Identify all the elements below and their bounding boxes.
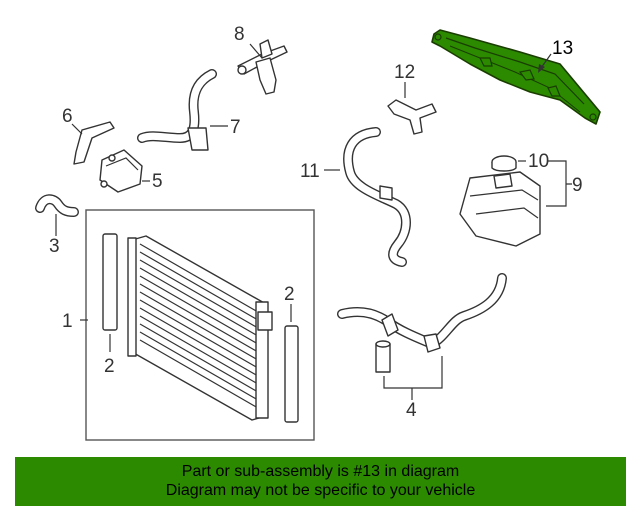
callout-3: 3 <box>49 236 60 257</box>
part-2-right[interactable] <box>284 325 299 423</box>
part-11[interactable] <box>343 127 411 267</box>
callout-1: 1 <box>62 311 73 332</box>
callout-8: 8 <box>234 24 245 45</box>
callout-11: 11 <box>300 161 320 182</box>
part-9[interactable] <box>459 171 541 247</box>
part-3[interactable] <box>35 194 79 217</box>
part-7[interactable] <box>137 69 217 151</box>
callout-6: 6 <box>62 106 73 127</box>
bracket-9 <box>546 160 572 207</box>
callout-9: 9 <box>572 175 583 196</box>
part-4[interactable] <box>337 273 507 373</box>
callout-2-right: 2 <box>284 284 295 305</box>
info-banner: Part or sub-assembly is #13 in diagram D… <box>15 457 626 506</box>
part-12[interactable] <box>387 99 437 135</box>
callout-5: 5 <box>152 171 163 192</box>
bracket-4 <box>383 356 443 400</box>
banner-line-2: Diagram may not be specific to your vehi… <box>165 482 476 499</box>
leader-8 <box>249 43 263 59</box>
part-10[interactable] <box>491 155 517 172</box>
assembly-box <box>85 209 315 441</box>
part-5[interactable] <box>99 149 143 193</box>
callout-7: 7 <box>230 117 241 138</box>
part-6[interactable] <box>73 121 115 165</box>
banner-line-1: Part or sub-assembly is #13 in diagram <box>181 463 460 480</box>
part-8[interactable] <box>237 39 288 95</box>
part-2-left[interactable] <box>102 233 118 331</box>
parts-diagram: 13 8 7 6 5 3 <box>35 24 601 441</box>
callout-12: 12 <box>394 62 415 83</box>
callout-2-left: 2 <box>104 356 115 377</box>
arrow-13 <box>538 64 545 73</box>
callout-10: 10 <box>528 151 549 172</box>
part-13-highlighted[interactable] <box>431 29 601 125</box>
part-1[interactable] <box>127 235 273 421</box>
callout-4: 4 <box>406 400 417 421</box>
leader-13 <box>540 53 552 69</box>
leader-6 <box>71 123 83 135</box>
callout-13: 13 <box>552 38 573 59</box>
